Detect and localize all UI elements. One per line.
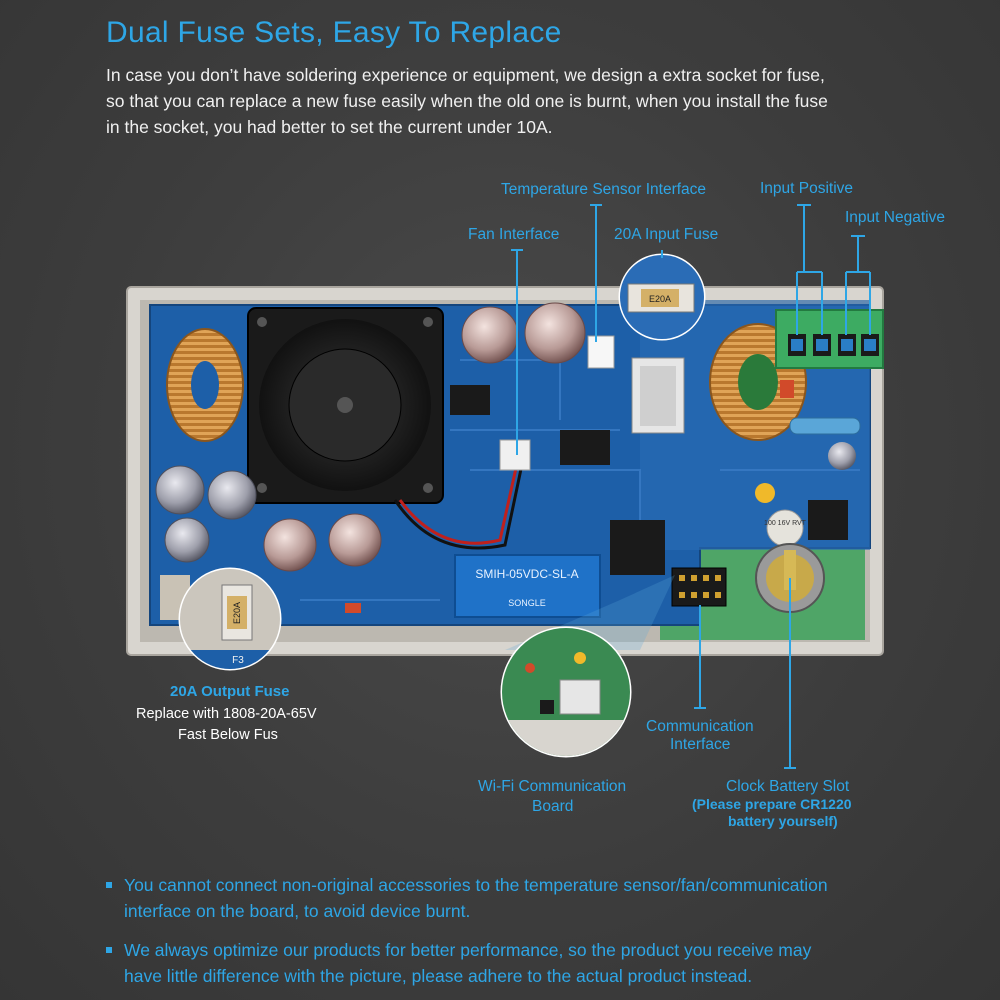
f3-marking: F3 xyxy=(232,655,244,666)
capacitor-label: 100 16V RVT xyxy=(764,520,807,527)
intro-paragraph: In case you don’t have soldering experie… xyxy=(106,62,936,140)
note-line: interface on the board, to avoid device … xyxy=(124,901,471,921)
callout-output-fuse-line2: Fast Below Fus xyxy=(178,727,278,743)
callout-battery-line1: Clock Battery Slot xyxy=(726,778,850,795)
input-fuse-marking: E20A xyxy=(649,294,671,304)
intro-line: in the socket, you had better to set the… xyxy=(106,117,553,137)
relay-label: SMIH-05VDC-SL-A xyxy=(475,567,578,581)
callout-wifi-line2: Board xyxy=(532,798,574,815)
input-positive-line xyxy=(796,204,823,335)
callout-input-positive: Input Positive xyxy=(760,180,854,197)
input-negative-line xyxy=(845,235,871,335)
callout-input-negative: Input Negative xyxy=(845,209,945,226)
page-title: Dual Fuse Sets, Easy To Replace xyxy=(106,16,562,49)
communication-line xyxy=(694,605,706,709)
output-fuse-marking: E20A xyxy=(232,602,242,624)
callout-output-fuse-line1: Replace with 1808-20A-65V xyxy=(136,706,317,722)
capacitor xyxy=(524,302,586,364)
relay-brand: SONGLE xyxy=(508,598,546,608)
capacitor xyxy=(461,306,519,364)
callout-output-fuse-title: 20A Output Fuse xyxy=(170,683,290,700)
note-line: You cannot connect non-original accessor… xyxy=(124,875,828,895)
callout-input-fuse: 20A Input Fuse xyxy=(614,226,719,243)
note-item: You cannot connect non-original accessor… xyxy=(106,872,956,924)
note-item: We always optimize our products for bett… xyxy=(106,937,956,989)
notes-list: You cannot connect non-original accessor… xyxy=(106,872,956,989)
callout-battery-line3: battery yourself) xyxy=(728,813,838,829)
relay xyxy=(454,554,601,618)
note-line: have little difference with the picture,… xyxy=(124,966,753,986)
intro-line: In case you don’t have soldering experie… xyxy=(106,65,825,85)
battery-line xyxy=(784,578,796,769)
callout-battery-line2: (Please prepare CR1220 xyxy=(692,796,852,812)
callout-temperature-sensor: Temperature Sensor Interface xyxy=(501,181,707,198)
intro-line: so that you can replace a new fuse easil… xyxy=(106,91,828,111)
bullet-square-icon xyxy=(106,947,112,953)
bullet-square-icon xyxy=(106,882,112,888)
callout-communication-line2: Interface xyxy=(670,736,731,753)
callout-communication-line1: Communication xyxy=(646,718,754,735)
callout-fan-interface: Fan Interface xyxy=(468,226,560,243)
note-line: We always optimize our products for bett… xyxy=(124,940,812,960)
callout-wifi-line1: Wi-Fi Communication xyxy=(478,778,627,795)
